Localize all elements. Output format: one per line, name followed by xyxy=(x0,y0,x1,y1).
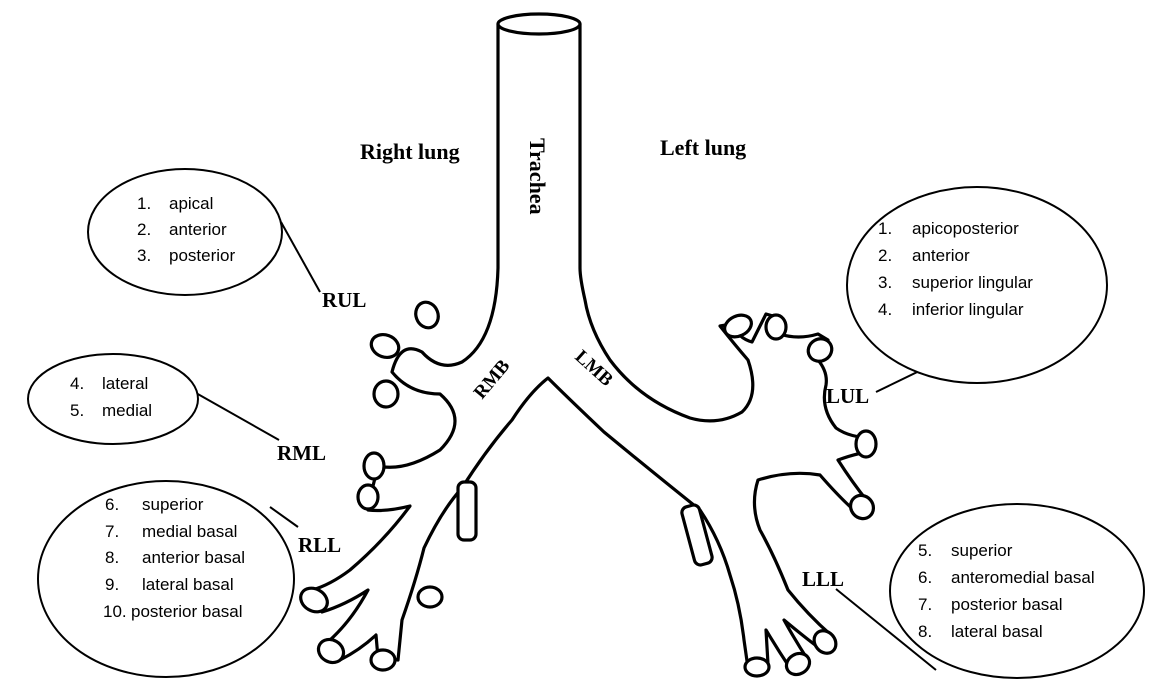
segment-name: superior xyxy=(142,495,204,514)
bronchus-stub xyxy=(374,381,398,407)
bronchus-stub xyxy=(418,587,442,607)
segment-number: 9. xyxy=(105,575,119,594)
segment-number: 2. xyxy=(137,220,151,239)
right-lung-label: Right lung xyxy=(360,139,460,164)
bronchus-stub xyxy=(458,482,476,540)
segment-name: medial basal xyxy=(142,522,237,541)
bronchus-stub xyxy=(856,431,876,457)
rul-leader xyxy=(281,222,320,292)
segment-name: anteromedial basal xyxy=(951,568,1095,587)
bronchial-tree xyxy=(296,14,878,679)
segment-name: apical xyxy=(169,194,213,213)
rml-callout-ellipse xyxy=(28,354,198,444)
segment-number: 5. xyxy=(70,401,84,420)
rll-leader xyxy=(270,507,298,527)
segment-name: superior lingular xyxy=(912,273,1033,292)
segment-name: posterior basal xyxy=(131,602,243,621)
rll-label: RLL xyxy=(298,533,341,557)
rul-callout: 1. apical 2. anterior 3. posterior xyxy=(88,169,282,295)
segment-number: 7. xyxy=(105,522,119,541)
segment-number: 6. xyxy=(105,495,119,514)
segment-number: 3. xyxy=(878,273,892,292)
bronchus-stub xyxy=(721,311,755,341)
bronchus-stub xyxy=(364,453,384,479)
segment-name: lateral basal xyxy=(951,622,1043,641)
trachea-opening xyxy=(498,14,580,34)
rml-callout: 4. lateral 5. medial xyxy=(28,354,198,444)
segment-name: medial xyxy=(102,401,152,420)
segment-name: anterior basal xyxy=(142,548,245,567)
segment-number: 3. xyxy=(137,246,151,265)
segment-name: superior xyxy=(951,541,1013,560)
lul-callout: 1. apicoposterior 2. anterior 3. superio… xyxy=(847,187,1107,383)
segment-name: lateral xyxy=(102,374,148,393)
lll-label: LLL xyxy=(802,567,844,591)
bronchus-stub xyxy=(766,315,786,339)
segment-number: 5. xyxy=(918,541,932,560)
rul-label: RUL xyxy=(322,288,366,312)
bronchus-stub xyxy=(358,485,378,509)
lll-callout-ellipse xyxy=(890,504,1144,678)
segment-name: apicoposterior xyxy=(912,219,1019,238)
lul-label: LUL xyxy=(826,384,869,408)
segment-name: inferior lingular xyxy=(912,300,1024,319)
segment-number: 4. xyxy=(878,300,892,319)
segment-number: 8. xyxy=(105,548,119,567)
bronchus-stub xyxy=(745,658,769,676)
segment-number: 8. xyxy=(918,622,932,641)
segment-number: 4. xyxy=(70,374,84,393)
rml-leader xyxy=(196,393,279,440)
bronchus-stub xyxy=(371,650,395,670)
segment-name: posterior basal xyxy=(951,595,1063,614)
segment-name: anterior xyxy=(912,246,970,265)
bronchus-stub xyxy=(412,299,442,331)
rml-label: RML xyxy=(277,441,326,465)
segment-name: anterior xyxy=(169,220,227,239)
lll-callout: 5. superior 6. anteromedial basal 7. pos… xyxy=(890,504,1144,678)
segment-name: posterior xyxy=(169,246,235,265)
segment-number: 10. xyxy=(103,602,127,621)
segment-number: 6. xyxy=(918,568,932,587)
segment-number: 1. xyxy=(878,219,892,238)
segment-number: 7. xyxy=(918,595,932,614)
rll-callout: 6. superior 7. medial basal 8. anterior … xyxy=(38,481,294,677)
trachea-label: Trachea xyxy=(525,138,550,215)
segment-name: lateral basal xyxy=(142,575,234,594)
left-lung-label: Left lung xyxy=(660,135,746,160)
segment-number: 1. xyxy=(137,194,151,213)
segment-number: 2. xyxy=(878,246,892,265)
